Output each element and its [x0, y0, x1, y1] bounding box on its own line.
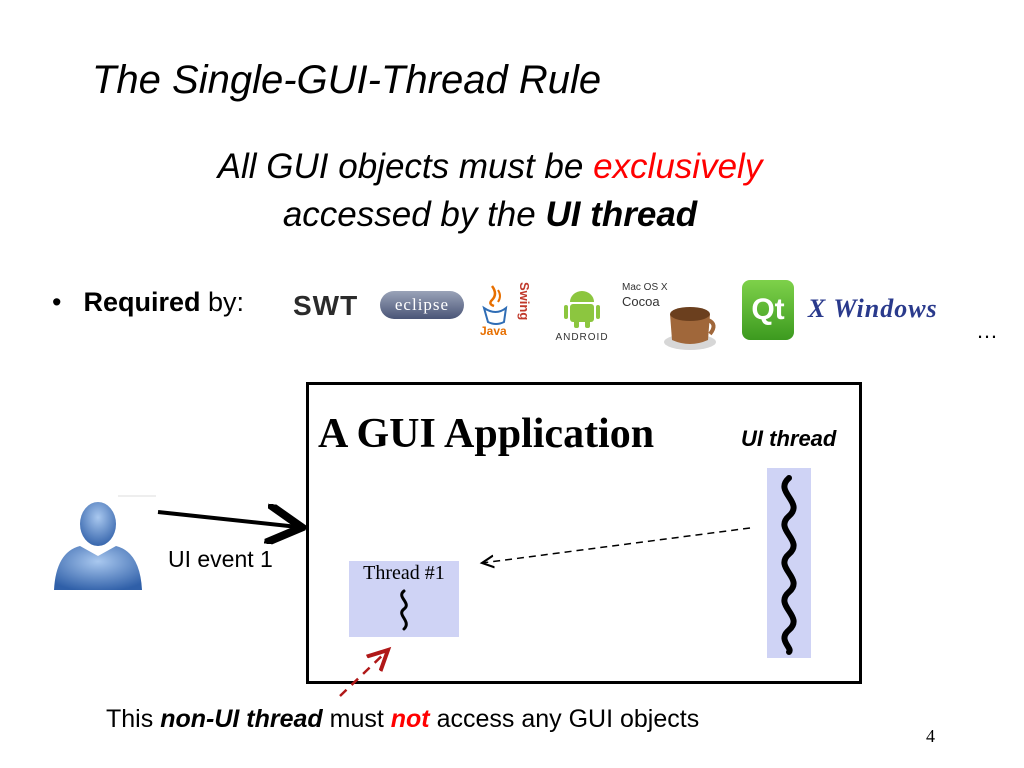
note-part-1: This — [106, 705, 161, 733]
rule-line-1-prefix: All GUI objects must be — [217, 147, 594, 186]
cocoa-logo: Mac OS X Cocoa — [622, 282, 716, 350]
ui-event-label: UI event 1 — [168, 546, 273, 572]
rule-emphasis: exclusively — [593, 147, 763, 186]
slide-title: The Single-GUI-Thread Rule — [92, 58, 602, 102]
more-ellipsis: … — [976, 318, 998, 343]
java-label: Java — [480, 324, 507, 338]
note-part-3: must — [322, 705, 391, 733]
rule-line-1: All GUI objects must be exclusively — [130, 143, 850, 191]
swing-label: Swing — [517, 282, 532, 320]
cocoa-top-label: Mac OS X — [622, 282, 668, 293]
java-cup-icon — [482, 285, 508, 325]
note-not: not — [390, 705, 430, 733]
qt-logo: Qt — [742, 280, 794, 340]
gui-application-title: A GUI Application — [318, 411, 655, 457]
ui-thread-box — [767, 468, 811, 658]
swt-logo: SWT — [293, 290, 359, 321]
android-label: ANDROID — [555, 332, 608, 342]
ui-thread-label: UI thread — [741, 426, 837, 451]
user-avatar-icon — [54, 495, 156, 590]
rule-line-2: accessed by the UI thread — [130, 191, 850, 239]
thread-1-box — [349, 561, 459, 637]
thread-1-label: Thread #1 — [363, 562, 445, 584]
bullet-marker: • — [52, 287, 62, 317]
cocoa-mug-icon — [664, 307, 716, 350]
rule-ui-thread: UI thread — [545, 195, 698, 234]
java-swing-logo: Java Swing — [480, 282, 532, 338]
note-non-ui-thread: non-UI thread — [160, 705, 323, 733]
thread-1-squiggle-icon — [400, 589, 408, 631]
android-robot-icon — [564, 291, 600, 328]
rule-line-2-prefix: accessed by the — [282, 195, 546, 234]
page-number: 4 — [926, 726, 935, 746]
required-label: Required — [83, 287, 201, 317]
ui-thread-squiggle-icon — [781, 475, 797, 655]
android-logo: ANDROID — [555, 291, 608, 342]
eclipse-logo: eclipse — [380, 291, 464, 319]
bottom-note: This non-UI thread must not access any G… — [106, 705, 699, 734]
cocoa-label: Cocoa — [622, 294, 660, 309]
ui-event-arrow — [157, 512, 298, 527]
xwindows-logo: X Windows — [808, 294, 938, 323]
required-by-text: by: — [200, 287, 245, 317]
note-part-5: access any GUI objects — [429, 705, 700, 733]
required-bullet: • Required by: — [52, 287, 244, 318]
rule-statement: All GUI objects must be exclusively acce… — [130, 143, 850, 239]
